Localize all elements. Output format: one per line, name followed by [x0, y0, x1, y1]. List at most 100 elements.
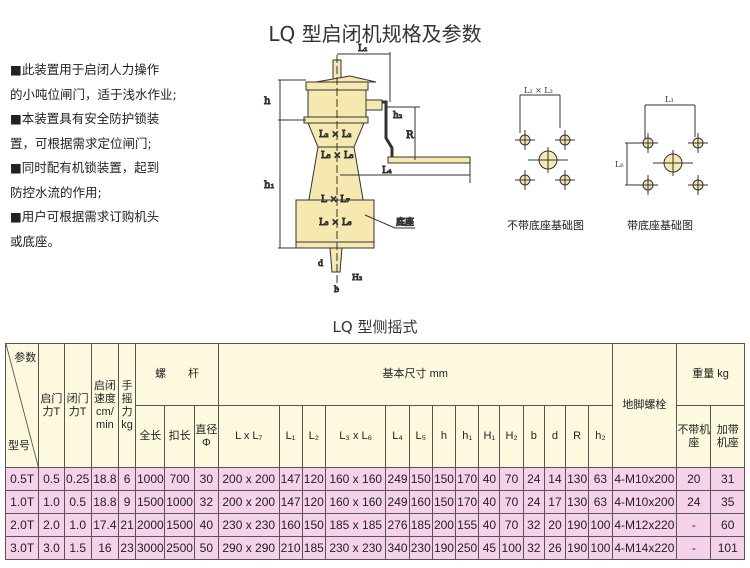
table-cell: 200 x 200: [217, 490, 280, 514]
table-cell: 1500: [135, 490, 166, 514]
table-cell: 26: [543, 536, 567, 560]
header-b: b: [522, 405, 545, 468]
table-cell: 4-M10x200: [611, 467, 678, 491]
dim-L2xL2: L₂ × L₂: [524, 86, 553, 95]
table-cell: 1.0: [38, 490, 65, 514]
table-cell: 50: [193, 536, 219, 560]
header-weight-with-base: 加带机座: [710, 405, 745, 468]
intro-line: ■此装置用于启闭人力操作: [10, 62, 160, 77]
caption-no-base: 不带底座基础图: [507, 219, 584, 232]
table-cell: 150: [431, 490, 457, 514]
foundation-no-base-drawing: L₂ × L₂: [515, 86, 575, 190]
table-cell: 3.0: [38, 536, 65, 560]
table-cell: 70: [499, 467, 524, 491]
table-title: LQ 型侧摇式: [332, 318, 418, 336]
table-cell: 120: [301, 490, 326, 514]
table-cell: 185: [301, 536, 326, 560]
table-cell: 16: [90, 536, 120, 560]
dim-L3: L₃: [665, 95, 674, 104]
table-cell: 0.25: [63, 467, 92, 491]
table-cell: 24: [522, 490, 545, 514]
dim-L1: L₁: [358, 44, 368, 54]
base-label: 底座: [396, 216, 414, 228]
header-L2: L₂: [301, 405, 326, 468]
table-cell: 31: [710, 467, 745, 491]
table-cell: 9: [118, 490, 137, 514]
model-cell: 1.0T: [4, 490, 40, 514]
table-cell: 210: [278, 536, 303, 560]
table-cell: 100: [499, 536, 524, 560]
header-screw-dia: 直径Φ: [193, 405, 219, 468]
model-cell: 2.0T: [4, 513, 40, 537]
table-cell: 6: [118, 467, 137, 491]
table-cell: 63: [588, 490, 613, 514]
table-cell: 340: [385, 536, 410, 560]
table-cell: 130: [565, 467, 590, 491]
table-cell: 70: [499, 513, 524, 537]
table-cell: 1500: [164, 513, 195, 537]
table-cell: 45: [478, 536, 501, 560]
spec-table: 参数 型号 启门力T 闭门力T 启闭速度cm/min 手摇力kg 螺 杆 基本尺…: [4, 343, 745, 560]
intro-line: 或底座。: [10, 233, 61, 249]
table-cell: 100: [588, 536, 613, 560]
header-open-force: 启门力T: [38, 343, 65, 468]
header-R: R: [565, 405, 590, 468]
intro-text: ■此装置用于启闭人力操作 的小吨位闸门，适于浅水作业; ■本装置具有安全防护锁装…: [10, 58, 240, 254]
dim-LxL7: L × L₇: [321, 195, 350, 205]
header-L5: L₅: [408, 405, 433, 468]
table-cell: 1.0: [63, 513, 92, 537]
table-cell: 40: [478, 490, 501, 514]
table-cell: 200: [431, 513, 457, 537]
table-cell: 21: [118, 513, 137, 537]
header-anchor-bolt: 地脚螺栓: [611, 343, 678, 468]
dim-d: d: [318, 259, 323, 268]
dim-h2: h₂: [393, 111, 403, 121]
table-cell: 290 x 290: [217, 536, 280, 560]
dim-h: h: [264, 96, 271, 107]
dim-L6: L₆: [615, 160, 624, 169]
intro-line: 防控水流的作用;: [10, 184, 102, 200]
table-cell: 250: [455, 536, 480, 560]
table-cell: 4-M10x200: [611, 490, 678, 514]
table-cell: 24: [676, 490, 712, 514]
table-cell: 60: [710, 513, 745, 537]
table-cell: 4-M12x220: [611, 513, 678, 537]
header-h: h: [431, 405, 457, 468]
table-cell: 0.5: [38, 467, 65, 491]
dim-R: R: [406, 130, 414, 141]
table-cell: 1.5: [63, 536, 92, 560]
intro-line: ■本装置具有安全防护锁装: [10, 111, 160, 126]
foundation-with-base-drawing: L₃ L₆: [615, 95, 708, 195]
table-cell: 120: [301, 467, 326, 491]
table-cell: 190: [565, 513, 590, 537]
intro-line: 的小吨位闸门，适于浅水作业;: [10, 86, 177, 102]
table-cell: 32: [522, 513, 545, 537]
dim-b: b: [334, 285, 339, 294]
table-cell: 190: [431, 536, 457, 560]
table-cell: 185 x 185: [324, 513, 387, 537]
table-cell: 14: [543, 467, 567, 491]
table-cell: 17: [543, 490, 567, 514]
table-cell: 23: [118, 536, 137, 560]
dim-L3xL6: L₃ × L₆: [319, 218, 352, 228]
table-cell: 40: [478, 513, 501, 537]
header-close-force: 闭门力T: [63, 343, 92, 468]
header-LxL7: L x L₇: [217, 405, 280, 468]
table-cell: -: [676, 536, 712, 560]
table-cell: 160: [278, 513, 303, 537]
table-cell: 160: [408, 490, 433, 514]
corner-header: 参数 型号: [4, 343, 40, 468]
table-cell: 147: [278, 490, 303, 514]
table-cell: 18.8: [90, 467, 120, 491]
table-cell: 190: [565, 536, 590, 560]
header-weight: 重量 kg: [676, 343, 745, 406]
table-cell: 24: [522, 467, 545, 491]
table-cell: 155: [455, 513, 480, 537]
table-cell: 32: [522, 536, 545, 560]
table-cell: 18.8: [90, 490, 120, 514]
dim-L2xL2: L₂ × L₂: [319, 130, 352, 140]
dim-H2: H₂: [352, 273, 362, 282]
